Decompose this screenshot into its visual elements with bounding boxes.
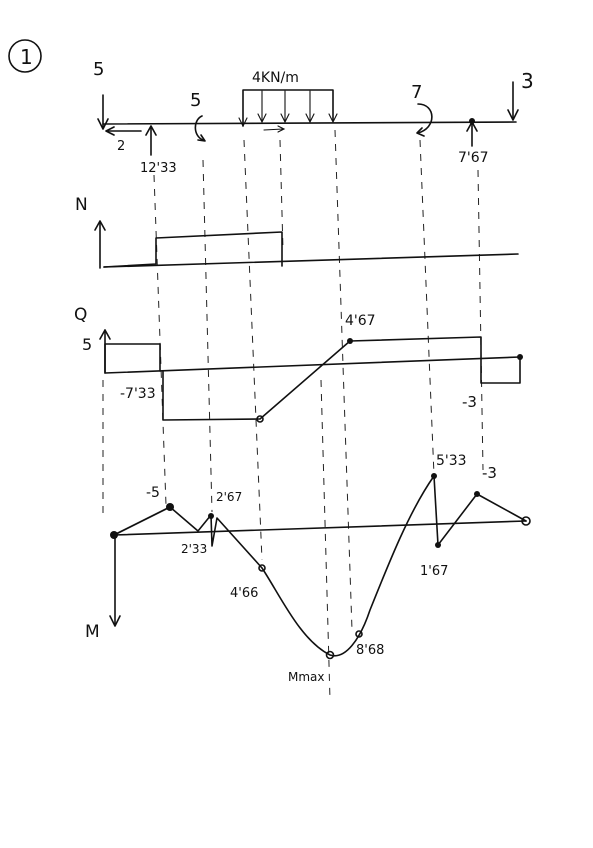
moment-axis-arrowhead — [109, 615, 121, 627]
projection-lines — [102, 129, 484, 701]
moment-2-arc — [417, 103, 433, 134]
distributed-load-label: 4KN/m — [252, 70, 299, 86]
reaction-1-arrowhead — [145, 125, 157, 136]
guide-line-6 — [334, 129, 353, 631]
moment-point-end — [521, 516, 531, 526]
moment-point-start — [110, 531, 118, 539]
guide-line-mmax — [320, 379, 331, 701]
distributed-load-head-2 — [257, 113, 267, 124]
axial-baseline — [103, 253, 519, 268]
guide-line-2 — [153, 174, 167, 506]
left-load-arrowhead — [97, 118, 109, 130]
shear-label: Q — [74, 305, 87, 325]
left-load-label: 5 — [93, 59, 104, 80]
axial-force-shape — [103, 231, 283, 268]
guide-line-7 — [419, 139, 435, 476]
shear-axis-arrowhead — [99, 329, 111, 340]
guide-line-3 — [202, 159, 213, 513]
moment-value-9: -3 — [482, 464, 497, 482]
problem-number: 1 — [20, 45, 33, 69]
moment-point-5 — [431, 473, 437, 479]
shear-point-1 — [256, 415, 264, 423]
moment-1-arc — [194, 115, 204, 141]
shear-segment-1 — [104, 343, 161, 374]
guide-line-8 — [477, 169, 484, 471]
moment-value-7: 5'33 — [436, 453, 467, 469]
shear-point-end — [517, 354, 523, 360]
distributed-load-head-5 — [328, 113, 338, 124]
problem-number-circle — [8, 39, 42, 73]
moment-curve — [113, 475, 527, 657]
moment-point-4 — [355, 630, 363, 638]
small-horizontal-arrowhead — [277, 125, 286, 133]
moment-2-label: 7 — [411, 82, 422, 103]
shear-force-shape — [162, 336, 521, 421]
moment-point-7 — [474, 491, 480, 497]
shear-value-max: 4'67 — [345, 313, 376, 329]
shear-value-right: -3 — [462, 393, 477, 411]
moment-2-arrowhead — [416, 127, 425, 137]
shear-force-diagram: Q 5 -7'33 4'67 -3 — [74, 305, 523, 423]
axial-force-diagram: N — [75, 195, 519, 269]
distributed-load-head-4 — [305, 113, 315, 124]
moment-1-label: 5 — [190, 90, 201, 111]
distributed-load-box — [242, 89, 334, 127]
problem-number-badge: 1 — [8, 39, 42, 73]
moment-1-arrowhead — [197, 134, 206, 142]
moment-baseline — [113, 520, 527, 536]
shear-value-top-left: 5 — [82, 335, 92, 354]
beam-loading: 5 2 12'33 5 4KN/m 7 7'67 — [93, 59, 534, 176]
moment-value-2: 2'33 — [181, 542, 207, 556]
horizontal-load-label: 2 — [117, 139, 125, 154]
reaction-2-arrowhead — [466, 121, 478, 132]
beam-line — [102, 121, 517, 125]
moment-thick-segment — [113, 506, 171, 536]
reaction-2-label: 7'67 — [458, 150, 489, 166]
reaction-2-point — [469, 118, 475, 124]
shear-point-max — [347, 338, 353, 344]
moment-point-2 — [208, 513, 214, 519]
axial-axis-arrowhead — [94, 220, 106, 231]
distributed-load-head-1 — [238, 117, 248, 128]
moment-value-8: 1'67 — [420, 564, 448, 579]
distributed-load-head-3 — [280, 113, 290, 124]
moment-label: M — [85, 622, 100, 642]
moment-point-3 — [258, 564, 266, 572]
axial-label: N — [75, 195, 88, 215]
moment-point-6 — [435, 542, 441, 548]
small-horizontal-arrow — [263, 128, 284, 131]
shear-value-min: -7'33 — [120, 386, 156, 402]
moment-value-6: 8'68 — [356, 643, 384, 658]
moment-value-4: 4'66 — [230, 586, 258, 601]
guide-line-5 — [279, 139, 284, 251]
guide-line-4 — [243, 139, 263, 561]
moment-value-mmax: Mmax — [288, 670, 325, 684]
moment-value-1: -5 — [146, 485, 160, 501]
moment-point-max — [325, 650, 335, 660]
horizontal-load-arrowhead — [105, 126, 115, 136]
moment-point-1 — [166, 503, 174, 511]
moment-value-3: 2'67 — [216, 490, 242, 504]
right-load-label: 3 — [521, 69, 534, 93]
right-load-arrowhead — [507, 109, 519, 121]
reaction-1-label: 12'33 — [140, 161, 177, 176]
shear-baseline — [104, 356, 521, 374]
bending-moment-diagram: M -5 2'33 2'67 4'66 Mmax 8'68 5'33 1'67 … — [85, 453, 531, 684]
